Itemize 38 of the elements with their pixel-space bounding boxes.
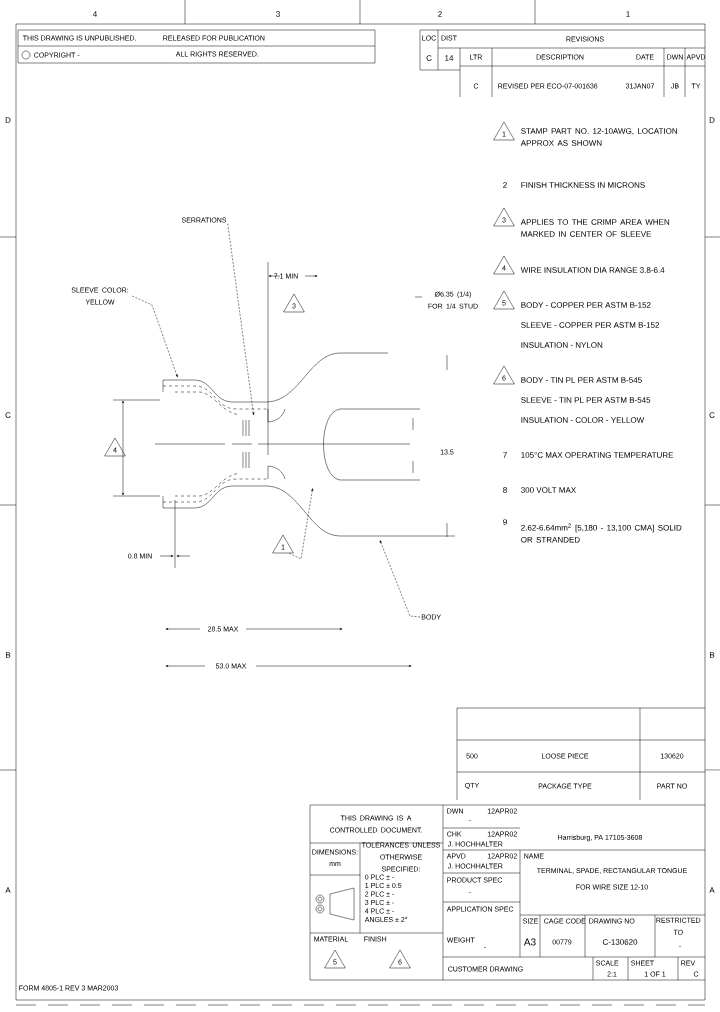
note-number: 7 (503, 452, 507, 458)
note-number: 2 (503, 182, 507, 188)
zone-marker: 3 (276, 11, 280, 17)
note-text: STAMP PART NO. 12-10AWG, LOCATION APPROX AS SHOWN (520, 128, 677, 146)
zone-marker: B (6, 652, 11, 658)
zone-marker: C (5, 412, 11, 418)
note-text: FINISH THICKNESS IN MICRONS (521, 182, 645, 188)
note-text: BODY - TIN PL PER ASTM B-545 (521, 377, 642, 383)
zone-marker: 4 (92, 11, 97, 17)
revision-text: C (426, 55, 432, 61)
terminal-drawing (154, 352, 456, 538)
note-text: INSULATION - NYLON (521, 342, 603, 348)
zone-marker: D (5, 117, 11, 123)
zone-marker: D (709, 117, 715, 123)
note-text: SLEEVE - TIN PL PER ASTM B-545 (521, 397, 651, 403)
note-text: 105°C MAX OPERATING TEMPERATURE (521, 452, 674, 458)
title-block-text: A3 (523, 938, 536, 946)
note-text: 300 VOLT MAX (521, 487, 576, 493)
zone-marker: 2 (438, 11, 442, 17)
zone-marker: B (710, 652, 715, 658)
zone-marker: C (709, 412, 715, 418)
note-text: BODY - COPPER PER ASTM B-152 (521, 302, 651, 308)
leader-line (132, 295, 178, 378)
note-text: 2.62-6.64mm$^{2}$ [5,180 - 13,100 CMA] SOLID OR STRANDED (521, 523, 682, 543)
revision-text: 14 (445, 55, 454, 61)
title-block-text: C-130620 (602, 939, 638, 945)
note-text: SLEEVE - COPPER PER ASTM B-152 (521, 322, 660, 328)
leader-line (227, 223, 255, 416)
leader-line (379, 540, 421, 618)
note-text: APPLIES TO THE CRIMP AREA WHEN MARKED IN CENTER OF SLEEVE (520, 219, 670, 237)
note-text: WIRE INSULATION DIA RANGE 3.8-6.4 (520, 267, 665, 273)
note-number: 8 (503, 487, 507, 493)
note-number: 9 (503, 519, 507, 525)
leader-line (289, 488, 314, 560)
note-text: INSULATION - COLOR - YELLOW (521, 417, 645, 423)
zone-marker: 1 (626, 11, 630, 17)
zone-marker: A (5, 887, 11, 893)
zone-marker: A (709, 887, 715, 893)
